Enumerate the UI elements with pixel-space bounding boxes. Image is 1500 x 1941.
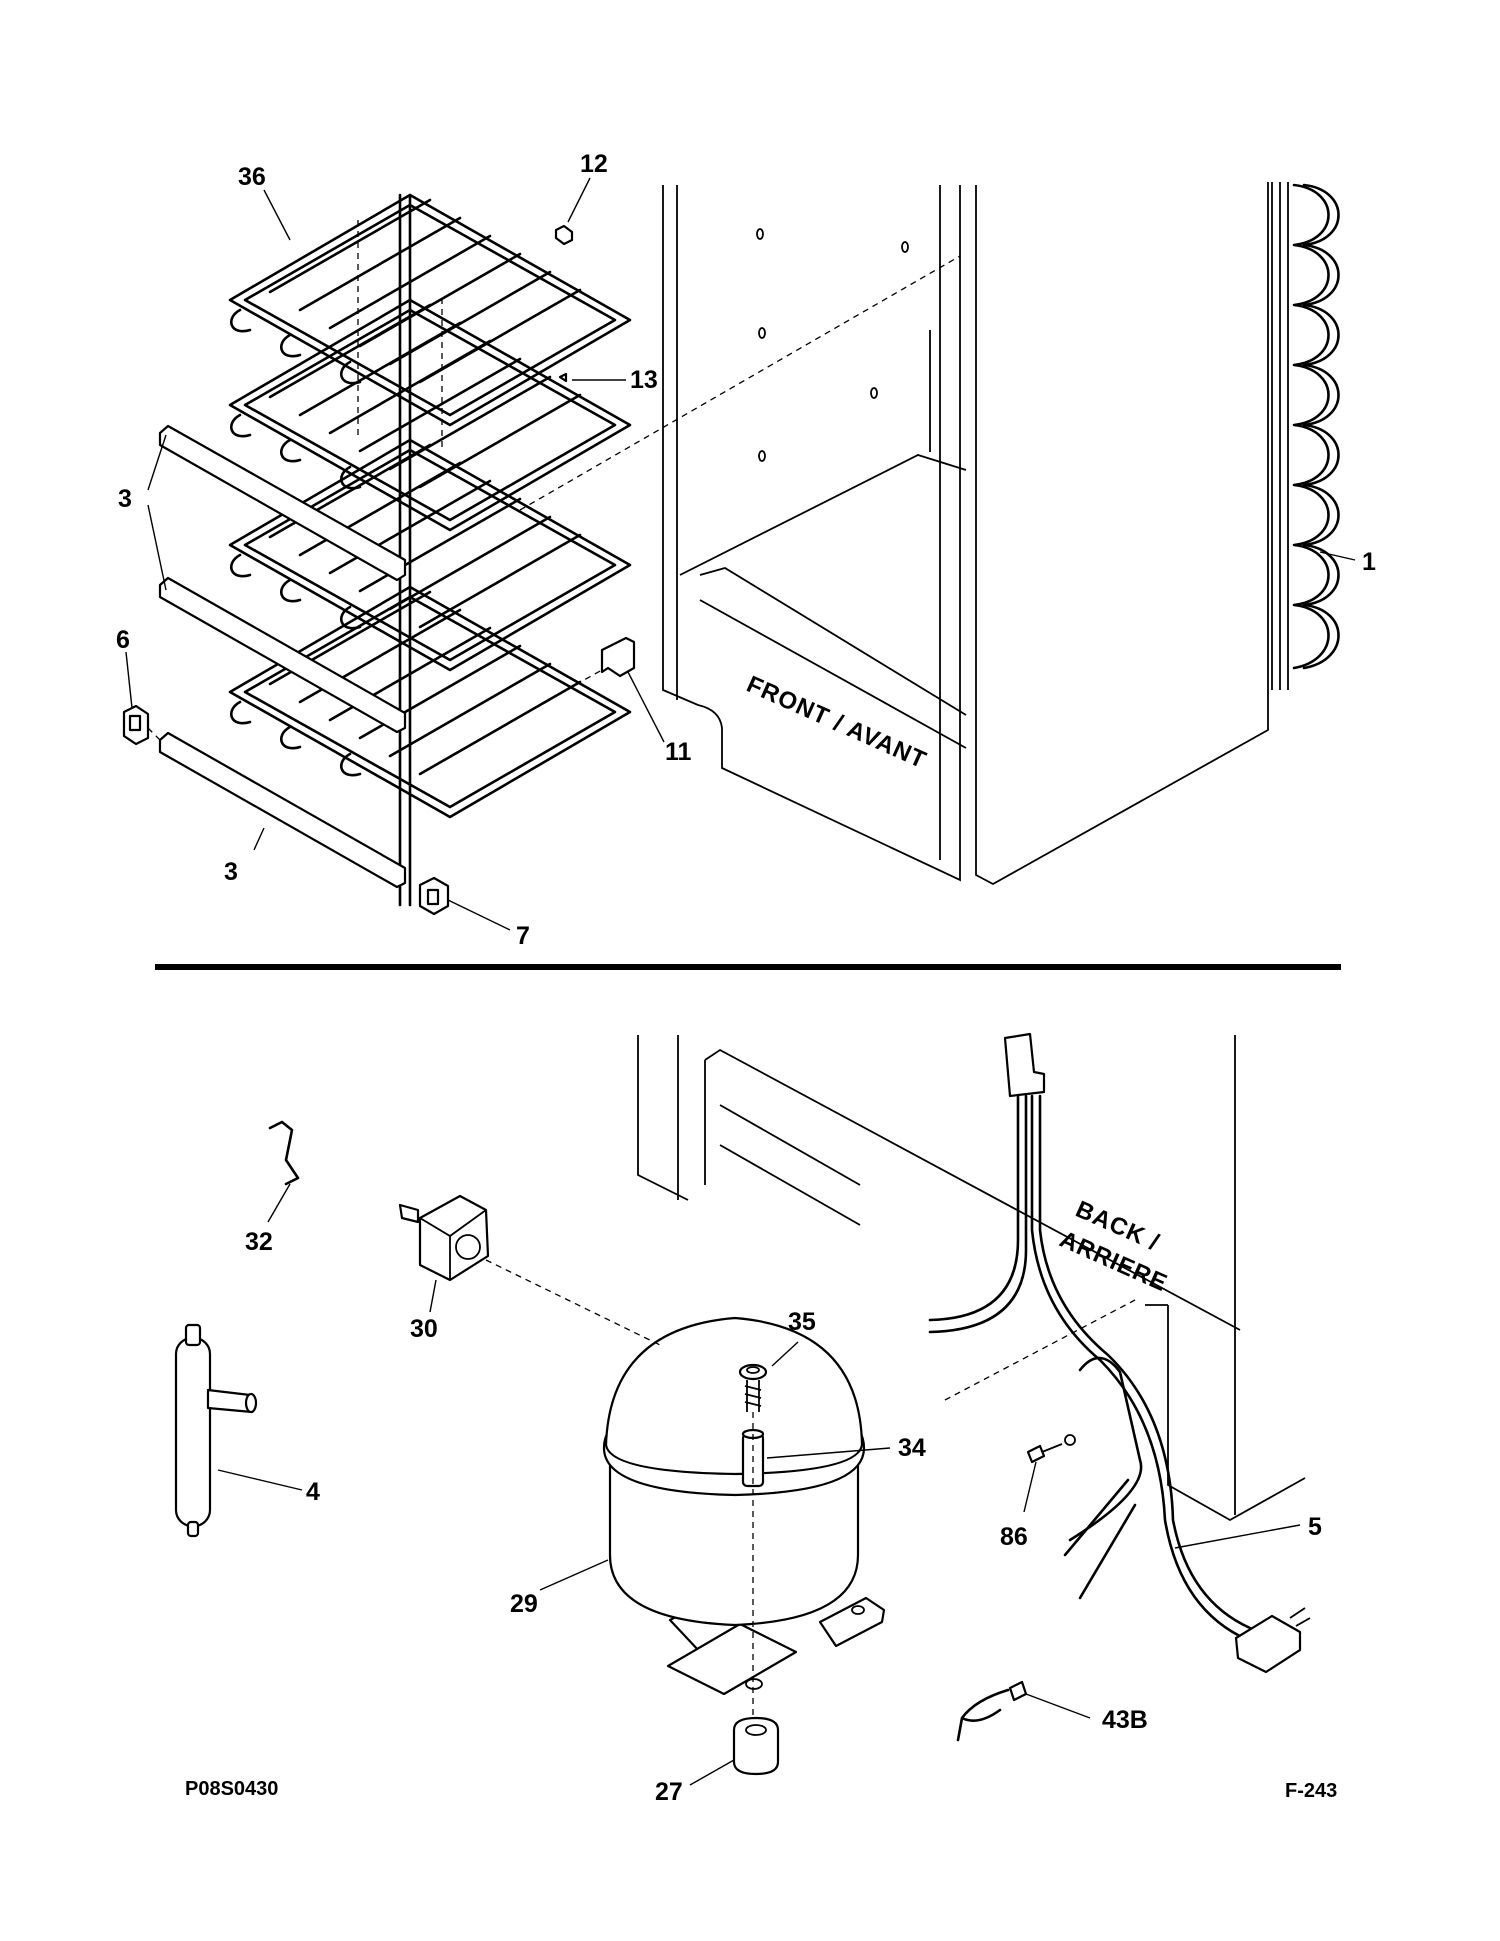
callout-7: 7	[516, 922, 530, 950]
front-avant-label: FRONT / AVANT	[743, 671, 931, 775]
drier	[174, 1323, 258, 1538]
section-divider	[155, 964, 1341, 970]
callout-6: 6	[116, 626, 130, 654]
clip	[268, 1120, 300, 1186]
ground-screw	[1026, 1434, 1076, 1464]
drawing-id: P08S0430	[185, 1778, 278, 1800]
compressor	[602, 1316, 886, 1696]
callout-32: 32	[245, 1228, 273, 1256]
callout-29: 29	[510, 1590, 538, 1618]
mounting-bolt	[738, 1363, 768, 1412]
grommet	[732, 1716, 780, 1776]
callout-86: 86	[1000, 1523, 1028, 1551]
callout-43b: 43B	[1102, 1706, 1148, 1734]
callout-30: 30	[410, 1315, 438, 1343]
shelf-trims	[158, 424, 407, 889]
callout-13: 13	[630, 366, 658, 394]
callout-36: 36	[238, 163, 266, 191]
callout-1: 1	[1362, 548, 1376, 576]
callout-3-upper: 3	[118, 485, 132, 513]
evaporator-shelves	[228, 193, 632, 907]
cabinet-back	[637, 1035, 1306, 1522]
power-cord-harness	[928, 1032, 1311, 1674]
callout-27: 27	[655, 1778, 683, 1806]
callout-4: 4	[306, 1478, 320, 1506]
callout-11: 11	[665, 738, 692, 766]
callout-5: 5	[1308, 1513, 1322, 1541]
screws-and-clips	[122, 224, 636, 916]
cabinet-body	[662, 182, 1269, 886]
upper-leaders	[125, 177, 1356, 931]
callout-3-lower: 3	[224, 858, 238, 886]
overload-clip	[956, 1680, 1028, 1742]
condenser-coil	[1271, 182, 1340, 690]
relay	[398, 1194, 490, 1282]
lower-leaders	[217, 1183, 1301, 1786]
page-id: F-243	[1285, 1780, 1337, 1802]
callout-labels: 36 12 13 3 6 11 3 7 1 32 30 35 34 4 29 2…	[116, 150, 1376, 1806]
callout-12: 12	[580, 150, 608, 178]
callout-34: 34	[898, 1434, 926, 1462]
callout-35: 35	[788, 1308, 816, 1336]
